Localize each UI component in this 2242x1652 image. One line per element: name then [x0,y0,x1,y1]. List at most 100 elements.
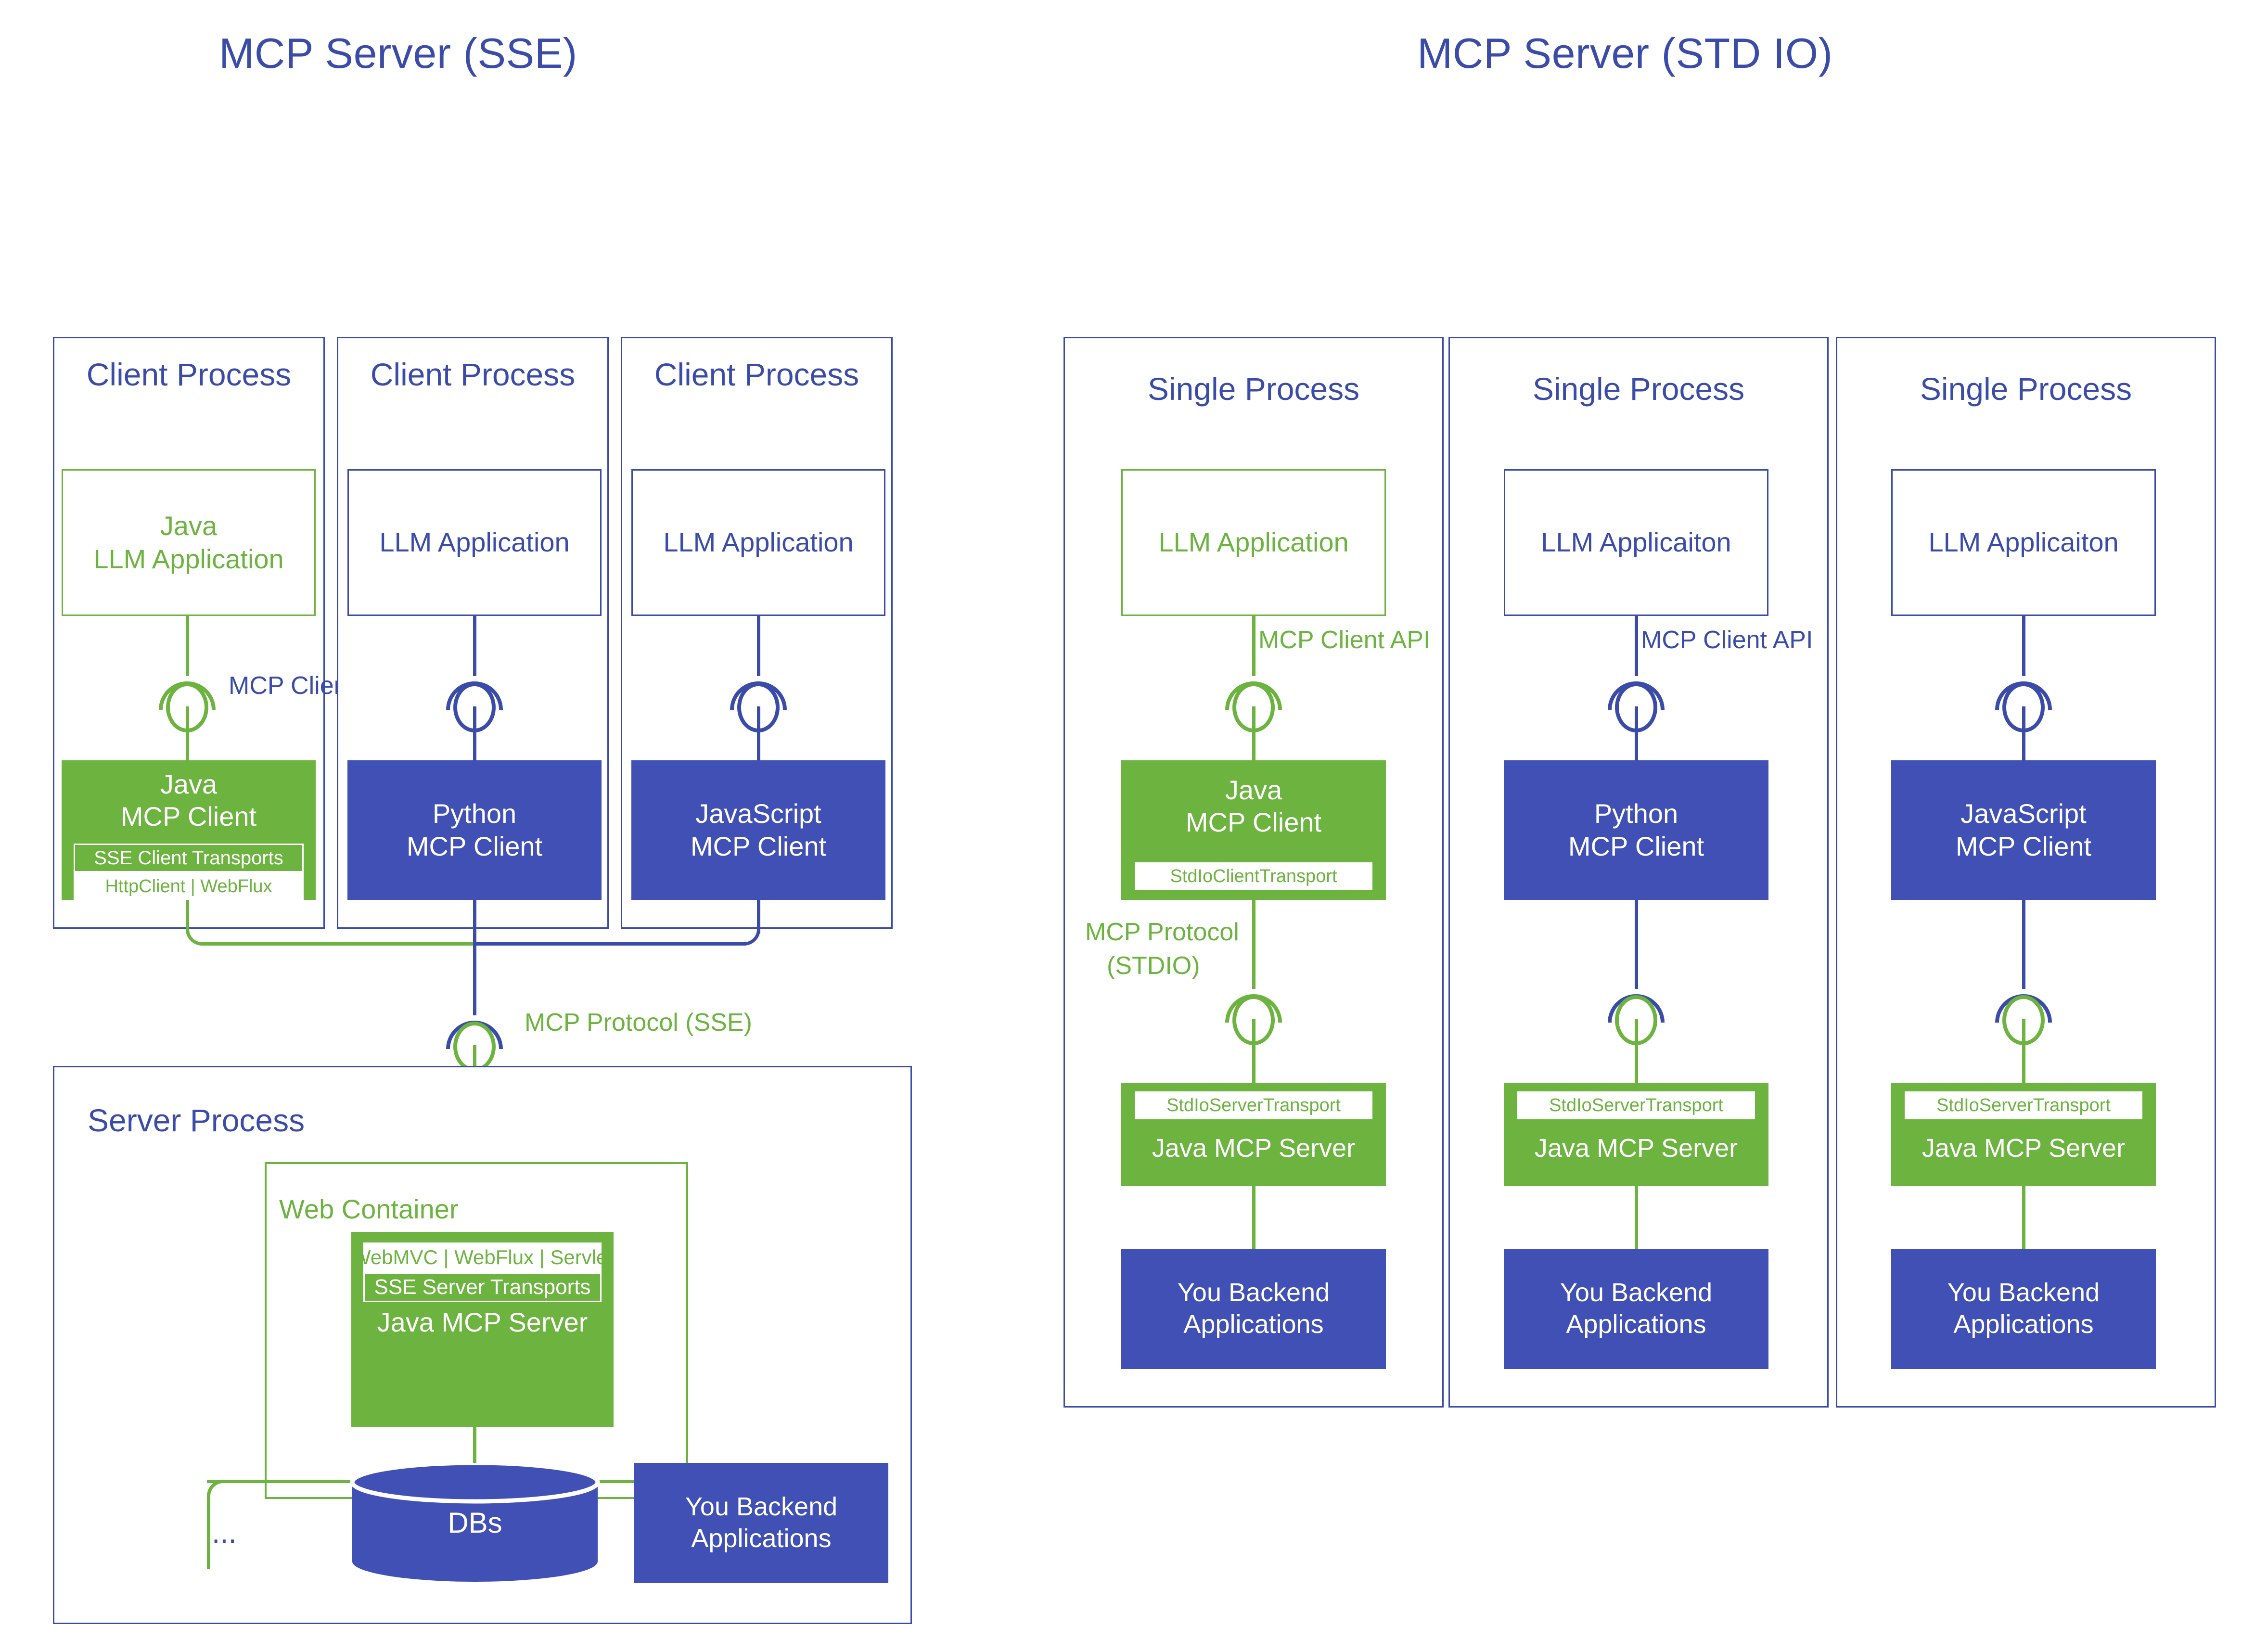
server-backend-line-r1 [1252,1186,1256,1251]
llm-app-1-line2: LLM Application [93,543,284,574]
mcp-client-api-label-r2: MCP Client API [1641,626,1813,654]
java-mcp-server-label-r2: Java MCP Server [1534,1134,1738,1163]
mcp-client-1-line1: Java [160,769,218,799]
javascript-mcp-client-box-left: JavaScript MCP Client [631,760,885,900]
client-process-3-title: Client Process [654,357,859,392]
mcp-client-r2-line1: Python [1594,798,1678,829]
connector-line-r1-upper [1252,616,1256,676]
connector-line-r3-upper [2022,616,2025,676]
protocol-line-r1-lower [1252,1019,1256,1084]
connector-line-app3-lower [757,706,760,760]
mcp-client-r1-line1: Java [1225,775,1282,805]
stdio-client-transport-strip: StdIoClientTransport [1135,862,1372,890]
bus-elbow-client1 [186,926,205,946]
llm-application-box-1: Java LLM Application [62,469,316,616]
mcp-client-3-line1: JavaScript [695,798,821,829]
mcp-protocol-stdio-label-l2: (STDIO) [1107,952,1200,980]
backend-applications-box-r2: You Backend Applications [1504,1249,1768,1369]
server-out-line [473,1427,476,1485]
sse-server-transports-detail: WebMVC | WebFlux | Servlet [352,1242,613,1272]
stdio-server-transport-strip-r1: StdIoServerTransport [1135,1091,1372,1119]
sse-client-transports-detail: HttpClient | WebFlux [74,872,304,900]
mcp-protocol-sse-label: MCP Protocol (SSE) [525,1009,752,1037]
backend-r1-line1: You Backend [1177,1278,1330,1307]
protocol-line-r2-lower [1635,1019,1638,1084]
single-process-2-title-wrap: Single Process [1448,371,1829,414]
protocol-line-r3-lower [2022,1019,2025,1084]
client-process-1-title: Client Process [86,357,292,392]
java-mcp-server-box-r1: StdIoServerTransport Java MCP Server [1121,1083,1386,1186]
mcp-client-3-line2: MCP Client [690,831,827,861]
llm-application-box-r1: LLM Application [1121,469,1386,616]
bus-drop-client1 [186,900,189,934]
stdio-server-transport-strip-r3: StdIoServerTransport [1905,1091,2142,1119]
bus-drop-client2 [473,900,476,946]
server-backend-line-r3 [2022,1186,2025,1251]
web-container-title: Web Container [279,1194,459,1224]
python-mcp-client-box-r2: Python MCP Client [1504,760,1768,900]
mcp-client-r3-line2: MCP Client [1955,831,2092,861]
backend-r1-line2: Applications [1183,1310,1324,1339]
backend-applications-box-r1: You Backend Applications [1121,1249,1386,1369]
bus-trunk-to-socket [473,942,476,1015]
java-mcp-server-box-left: WebMVC | WebFlux | Servlet SSE Server Tr… [351,1232,614,1427]
connector-line-r3-lower [2022,706,2025,760]
ellipsis-label: ... [212,1516,237,1550]
java-mcp-client-box-1: Java MCP Client SSE Client Transports Ht… [62,760,316,900]
backend-applications-box-left: You Backend Applications [634,1463,888,1583]
java-mcp-server-box-r2: StdIoServerTransport Java MCP Server [1504,1083,1768,1186]
mcp-client-api-label-r1: MCP Client API [1258,626,1431,654]
connector-line-app3 [757,616,760,676]
single-process-2-title: Single Process [1532,371,1745,407]
llm-app-r2-label: LLM Applicaiton [1541,527,1731,558]
sse-client-transports-strip: SSE Client Transports [74,844,304,872]
single-process-3-title: Single Process [1920,371,2132,407]
protocol-line-r2-upper [1635,900,1638,989]
bus-drop-client3 [757,900,760,934]
database-cylinder-icon [350,1463,600,1582]
llm-app-r3-label: LLM Applicaiton [1928,527,2119,558]
backend-left-line2: Applications [691,1524,832,1553]
backend-left-line1: You Backend [685,1492,838,1522]
mcp-protocol-stdio-label-l1: MCP Protocol [1085,918,1239,946]
backend-r3-line2: Applications [1953,1310,2094,1339]
fanout-branch-ellipsis [207,1494,210,1569]
protocol-line-r1-upper [1252,900,1256,989]
llm-app-r1-label: LLM Application [1158,527,1349,558]
client-process-1-title-wrap: Client Process [53,356,325,399]
llm-app-3-line1: LLM Application [663,527,854,558]
llm-application-box-3: LLM Application [631,469,885,616]
bus-horizontal-green [202,942,481,946]
connector-line-app2 [473,616,476,676]
client-process-2-title-wrap: Client Process [337,356,609,399]
mcp-client-r3-line1: JavaScript [1960,798,2087,829]
server-backend-line-r2 [1635,1186,1638,1251]
java-mcp-server-box-r3: StdIoServerTransport Java MCP Server [1891,1083,2156,1186]
java-mcp-client-box-r1: Java MCP Client StdIoClientTransport [1121,760,1386,900]
single-process-1-title-wrap: Single Process [1063,371,1444,414]
mcp-client-2-line1: Python [432,798,517,829]
python-mcp-client-box-left: Python MCP Client [347,760,602,900]
java-mcp-server-label-left: Java MCP Server [377,1307,588,1337]
llm-application-box-r3: LLM Applicaiton [1891,469,2156,616]
connector-line-r2-upper [1635,616,1638,676]
bus-horizontal-blue [476,942,744,946]
single-process-3-title-wrap: Single Process [1836,371,2216,414]
connector-line-app2-lower [473,706,476,760]
connector-line-r1-lower [1252,706,1256,760]
mcp-client-1-line2: MCP Client [120,801,257,832]
single-process-1-title: Single Process [1147,371,1360,407]
client-process-3-title-wrap: Client Process [621,356,893,399]
left-diagram-title: MCP Server (SSE) [219,29,577,77]
llm-app-1-line1: Java [160,511,218,541]
stdio-server-transport-strip-r2: StdIoServerTransport [1517,1091,1755,1119]
backend-r2-line1: You Backend [1560,1278,1713,1307]
mcp-client-r1-line2: MCP Client [1185,807,1322,838]
llm-application-box-2: LLM Application [347,469,602,616]
connector-line-app1-lower [186,706,189,760]
connector-line-app1 [186,616,189,676]
backend-r3-line1: You Backend [1947,1278,2100,1307]
protocol-line-r3-upper [2022,900,2025,989]
java-mcp-server-label-r1: Java MCP Server [1152,1134,1356,1163]
sse-server-transports-strip: SSE Server Transports [363,1272,602,1302]
